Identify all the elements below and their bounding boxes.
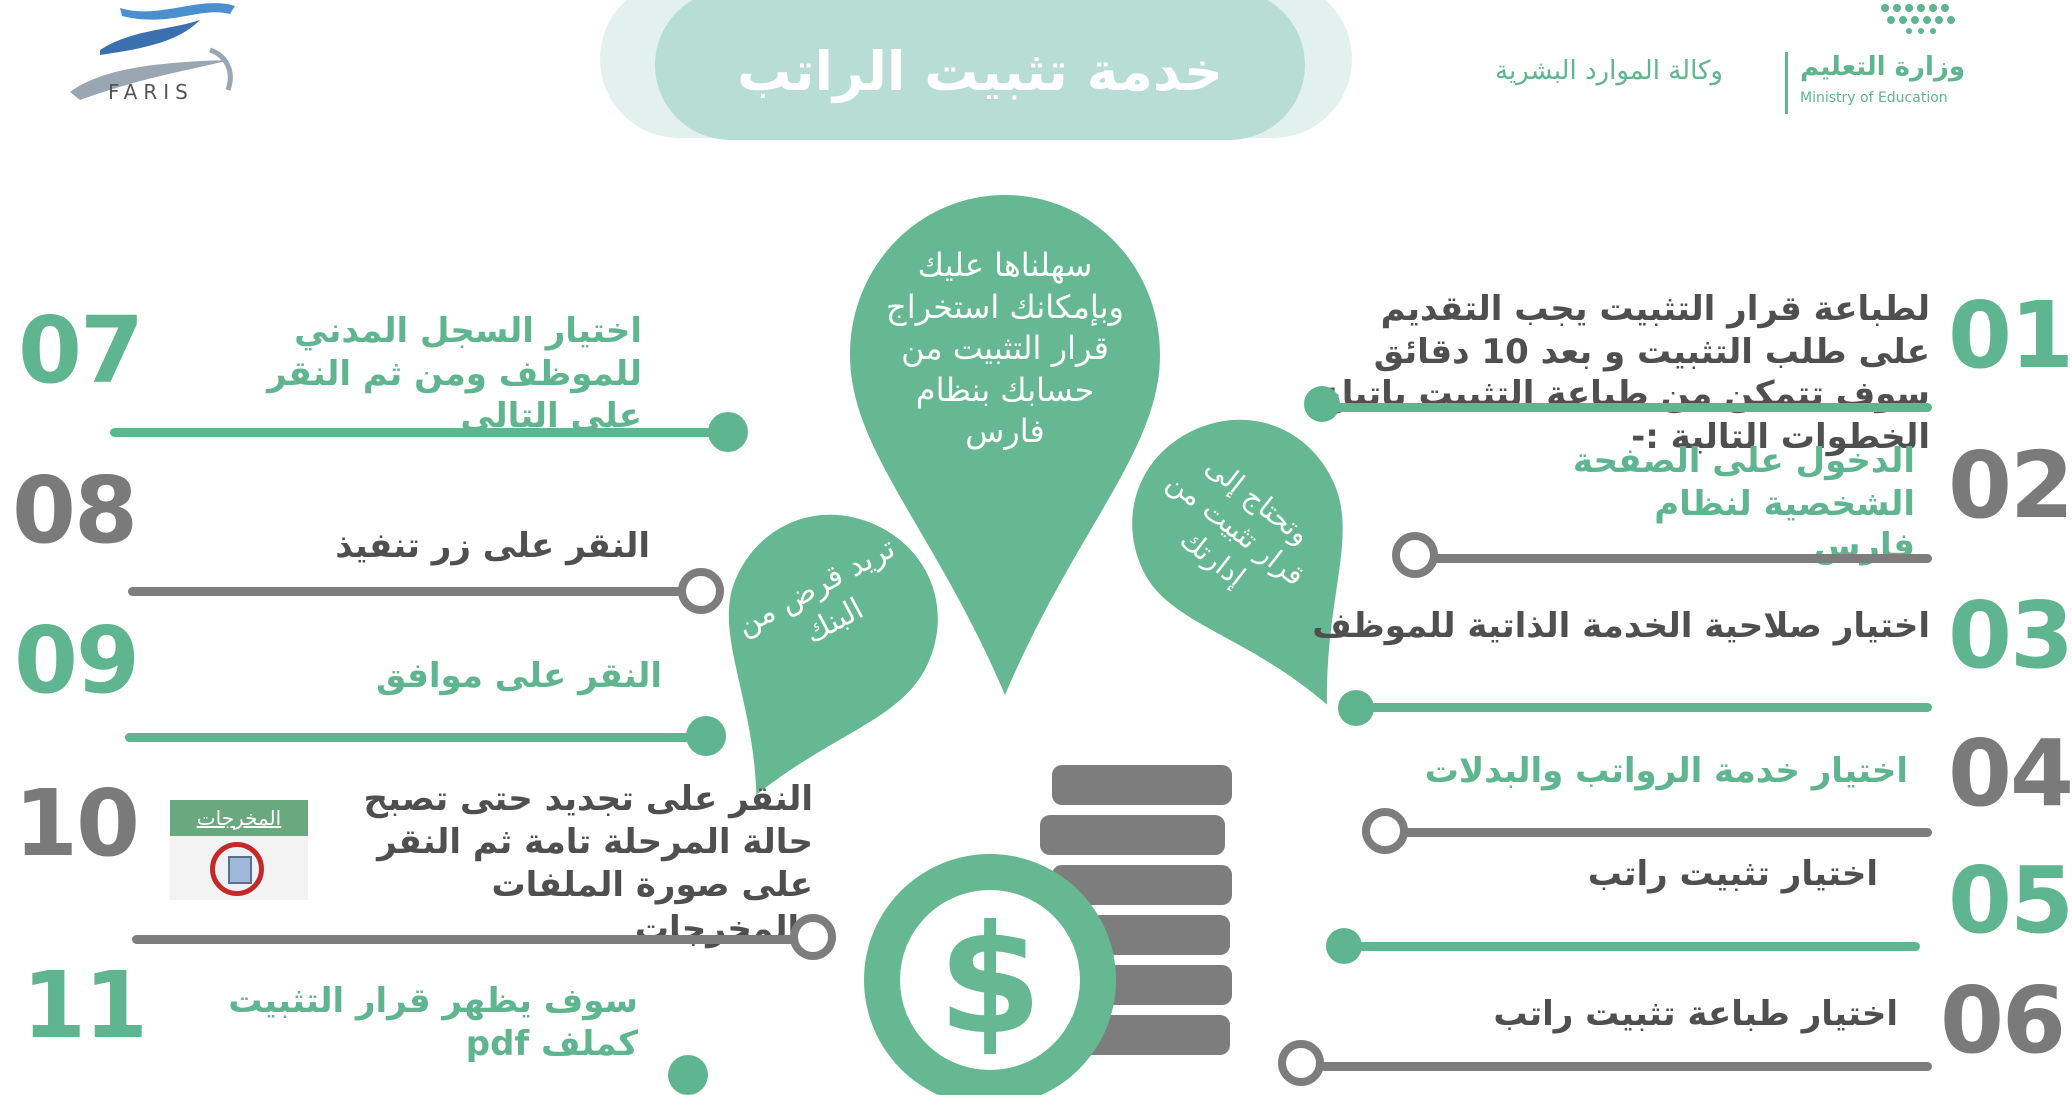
speech-bubble-center	[850, 195, 1160, 695]
step-05-dot	[1326, 928, 1362, 964]
step-11-number: 11	[22, 952, 148, 1059]
step-01-text: لطباعة قرار التثبيت يجب التقديم على طلب …	[1318, 289, 1930, 457]
step-02-number: 02	[1948, 432, 2072, 539]
step-05-number: 05	[1948, 847, 2072, 954]
step-04-number: 04	[1948, 720, 2072, 827]
step-07-line	[110, 428, 720, 437]
step-04-line	[1380, 828, 1932, 837]
step-06-text: اختيار طباعة تثبيت راتب	[1493, 994, 1898, 1034]
ministry-agency: وكالة الموارد البشرية	[1495, 56, 1723, 86]
step-10-line	[132, 935, 802, 944]
ministry-logo-icon	[1881, 4, 1955, 34]
faris-logo-icon	[70, 3, 235, 100]
step-11-dot	[668, 1055, 708, 1095]
faris-label: FARIS	[108, 80, 194, 104]
faris-logo: FARIS	[60, 0, 250, 110]
speech-bubble-right	[1132, 419, 1343, 705]
step-02-dot	[1392, 532, 1438, 578]
speech-bubble-left	[728, 514, 938, 795]
step-04-text: اختيار خدمة الرواتب والبدلات	[1424, 751, 1908, 791]
step-11-text: سوف يظهر قرار التثبيت كملف pdf	[228, 981, 638, 1064]
step-01-dot	[1304, 386, 1340, 422]
svg-text:$: $	[938, 894, 1042, 1068]
step-06-line	[1320, 1062, 1932, 1071]
step-09-text: النقر على موافق	[375, 656, 662, 696]
step-02-line	[1400, 554, 1932, 563]
page-title: خدمة تثبيت الراتب	[737, 39, 1223, 103]
step-07-dot	[708, 412, 748, 452]
step-10-dot	[790, 914, 836, 960]
step-09-line	[125, 733, 695, 742]
ministry-logo: وزارة التعليم Ministry of Education وكال…	[1480, 0, 1965, 120]
ministry-name-en: Ministry of Education	[1800, 90, 1948, 106]
title-pill: خدمة تثبيت الراتب	[655, 0, 1305, 140]
step-03-line	[1355, 703, 1932, 712]
step-09-number: 09	[14, 607, 140, 714]
step-02-text: الدخول على الصفحة الشخصية لنظام فارس	[1572, 441, 1915, 566]
dollar-coin-icon: $	[864, 854, 1116, 1095]
ministry-name-ar: وزارة التعليم	[1800, 52, 1965, 82]
ministry-divider	[1785, 52, 1788, 114]
step-05-text: اختيار تثبيت راتب	[1587, 854, 1878, 894]
step-06-dot	[1278, 1040, 1324, 1086]
step-08-line	[128, 587, 688, 596]
bubble-center-text: سهلناها عليك وبإمكانك استخراج قرار التثب…	[886, 246, 1124, 451]
step-08-dot	[678, 568, 724, 614]
files-icon	[210, 842, 264, 896]
step-07-text: اختيار السجل المدني للموظف ومن ثم النقر …	[267, 311, 642, 436]
step-08-text: النقر على زر تنفيذ	[335, 526, 650, 566]
outputs-thumbnail-label: المخرجات	[196, 806, 282, 830]
outputs-thumbnail-header: المخرجات	[170, 800, 308, 836]
step-03-text: اختيار صلاحية الخدمة الذاتية للموظف	[1312, 606, 1930, 646]
step-08-number: 08	[12, 457, 138, 564]
step-03-dot	[1338, 690, 1374, 726]
step-05-line	[1345, 942, 1920, 951]
outputs-thumbnail: المخرجات	[170, 800, 308, 900]
step-10-text: النقر على تجديد حتى تصبح حالة المرحلة تا…	[363, 779, 813, 949]
step-03-number: 03	[1948, 582, 2072, 689]
step-06-number: 06	[1940, 967, 2066, 1074]
step-07-number: 07	[18, 297, 144, 404]
step-09-dot	[686, 716, 726, 756]
step-10-number: 10	[14, 770, 140, 877]
step-04-dot	[1362, 808, 1408, 854]
step-01-number: 01	[1948, 282, 2072, 389]
step-01-line	[1320, 403, 1932, 412]
